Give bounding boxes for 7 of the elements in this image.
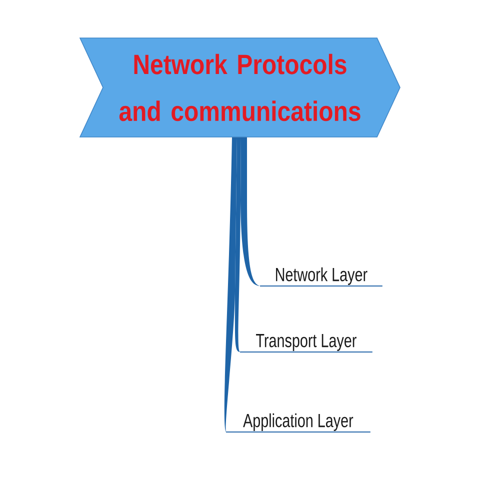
arrow-banner: Network Protocols and communications	[79, 38, 400, 138]
branch	[234, 137, 241, 352]
branch-label: Transport Layer	[240, 334, 372, 353]
branch	[240, 137, 260, 286]
branch-label: Network Layer	[260, 267, 382, 287]
branch-label: Application Layer	[226, 413, 370, 433]
branch	[224, 137, 237, 432]
